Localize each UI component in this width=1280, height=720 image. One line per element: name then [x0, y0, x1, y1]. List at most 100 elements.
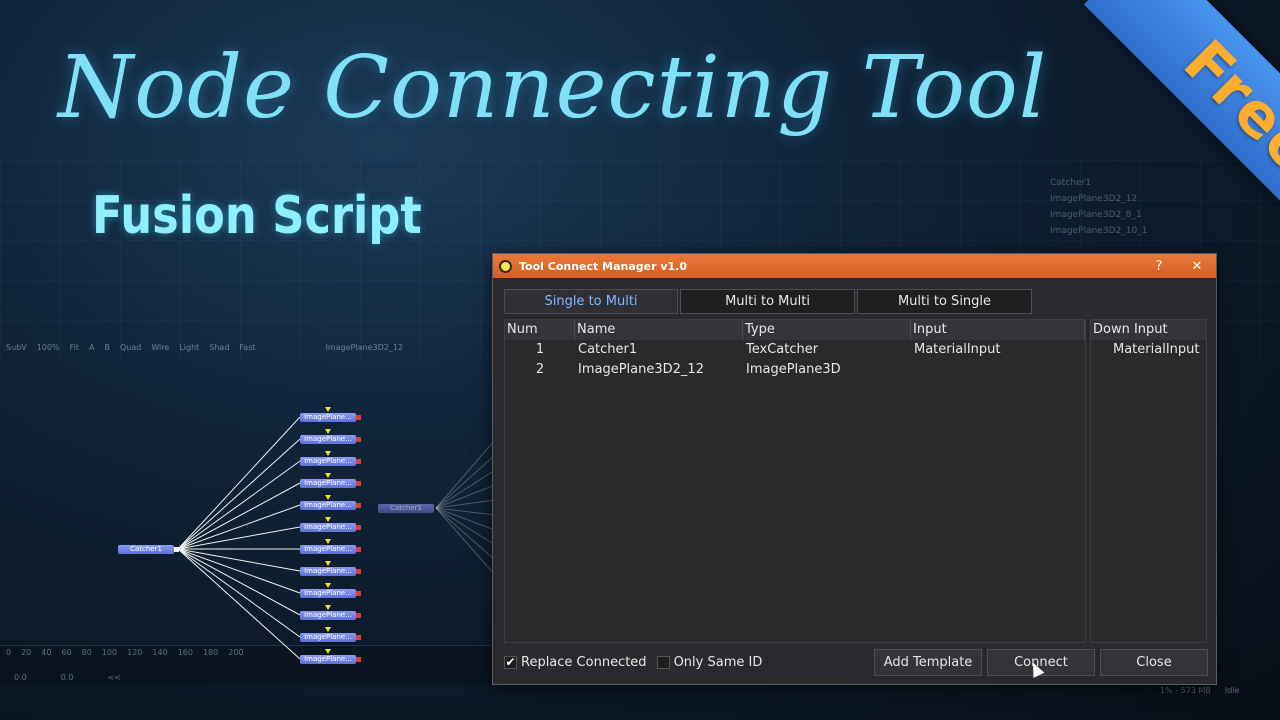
imageplane-node[interactable]: ImagePlane... — [300, 479, 356, 488]
node-output-marker[interactable] — [356, 481, 361, 486]
node-input-marker — [325, 605, 331, 610]
tab-multi-to-multi[interactable]: Multi to Multi — [680, 289, 855, 314]
connection-line — [177, 548, 301, 594]
node-output-marker[interactable] — [356, 547, 361, 552]
connection-line-faded — [435, 507, 495, 561]
viewer-a[interactable]: A — [88, 342, 95, 352]
add-template-button[interactable]: Add Template — [874, 648, 982, 676]
only-same-id-label[interactable]: Only Same ID — [673, 654, 763, 670]
node-output-marker[interactable] — [356, 569, 361, 574]
viewer-light[interactable]: Light — [179, 342, 200, 352]
cell-name: Catcher1 — [578, 342, 638, 357]
timeline-tick: 80 — [81, 648, 92, 657]
connection-line — [177, 548, 301, 616]
imageplane-node[interactable]: ImagePlane... — [300, 589, 356, 598]
node-output-marker[interactable] — [356, 415, 361, 420]
catcher-node-secondary[interactable]: Catcher1 — [378, 504, 434, 513]
viewer-fast[interactable]: Fast — [239, 342, 256, 352]
status-bar: 1% - 573 MB Idle — [1160, 686, 1239, 695]
column-input[interactable]: Input — [911, 320, 1085, 340]
timeline-tick: 60 — [61, 648, 72, 657]
timeline-current[interactable]: 0.0 — [60, 673, 74, 682]
timeline-tick: 20 — [21, 648, 32, 657]
down-table-header: Down Input — [1091, 320, 1206, 340]
viewer-zoom[interactable]: 100% — [36, 342, 60, 352]
cell-name: ImagePlane3D2_12 — [578, 362, 704, 377]
replace-connected-checkbox[interactable]: ✔ — [504, 654, 517, 669]
node-output-marker[interactable] — [356, 613, 361, 618]
imageplane-node[interactable]: ImagePlane... — [300, 545, 356, 554]
viewer-b[interactable]: B — [104, 342, 110, 352]
timeline-tick: 160 — [177, 648, 193, 657]
connection-line-faded — [435, 454, 495, 509]
node-output-marker[interactable] — [356, 525, 361, 530]
node-input-marker — [325, 407, 331, 412]
tab-single-to-multi[interactable]: Single to Multi — [504, 289, 678, 314]
timeline-values: 0.0 0.0 << — [0, 659, 495, 696]
viewer-wire[interactable]: Wire — [151, 342, 170, 352]
imageplane-node[interactable]: ImagePlane... — [300, 413, 356, 422]
node-input-marker — [325, 561, 331, 566]
column-num[interactable]: Num — [505, 320, 575, 340]
only-same-id-checkbox[interactable] — [656, 655, 670, 669]
table-row[interactable]: 2 ImagePlane3D2_12 ImagePlane3D — [505, 360, 1085, 380]
node-output-marker[interactable] — [356, 657, 361, 662]
imageplane-node[interactable]: ImagePlane... — [300, 501, 356, 510]
imageplane-node[interactable]: ImagePlane... — [300, 655, 356, 664]
viewer-quad[interactable]: Quad — [119, 342, 142, 352]
imageplane-node[interactable]: ImagePlane... — [300, 435, 356, 444]
connection-line — [177, 460, 301, 550]
node-output-marker[interactable] — [356, 503, 361, 508]
node-input-marker — [325, 517, 331, 522]
viewer-shad[interactable]: Shad — [209, 342, 230, 352]
catcher-node[interactable]: Catcher1 — [118, 545, 174, 554]
help-button[interactable]: ? — [1155, 258, 1163, 274]
viewer-subv[interactable]: SubV — [6, 342, 27, 352]
connection-line — [177, 504, 301, 550]
timeline-tick: 180 — [202, 648, 219, 657]
connection-line-faded — [435, 439, 495, 509]
timeline-start[interactable]: 0.0 — [14, 673, 27, 682]
column-type[interactable]: Type — [743, 320, 911, 340]
imageplane-node[interactable]: ImagePlane... — [300, 633, 356, 642]
imageplane-node[interactable]: ImagePlane... — [300, 611, 356, 620]
close-button[interactable]: Close — [1100, 648, 1208, 676]
connection-line-faded — [435, 507, 495, 576]
node-output-marker[interactable] — [356, 437, 361, 442]
close-icon[interactable]: ✕ — [1191, 258, 1203, 274]
column-down-input[interactable]: Down Input — [1093, 322, 1168, 337]
node-input-marker — [325, 627, 331, 632]
connection-line-faded — [435, 507, 495, 516]
headline-title: Node Connecting Tool — [58, 38, 1048, 138]
imageplane-node[interactable]: ImagePlane... — [300, 567, 356, 576]
timeline: 0 20 40 60 80 100 120 140 160 180 200 0.… — [0, 645, 495, 685]
catcher-output[interactable] — [174, 547, 179, 552]
cell-down-input: MaterialInput — [1113, 342, 1200, 357]
viewer-fit[interactable]: Fit — [69, 342, 79, 352]
tool-connect-dialog: Tool Connect Manager v1.0 ? ✕ Single to … — [492, 253, 1217, 685]
cell-type: TexCatcher — [746, 342, 819, 357]
tab-multi-to-single[interactable]: Multi to Single — [857, 289, 1032, 314]
imageplane-node[interactable]: ImagePlane... — [300, 457, 356, 466]
table-row[interactable]: 1 Catcher1 TexCatcher MaterialInput — [505, 340, 1085, 360]
node-output-marker[interactable] — [356, 635, 361, 640]
connection-line — [177, 548, 301, 660]
down-input-table[interactable]: Down Input MaterialInput — [1090, 319, 1207, 643]
timeline-rewind-button[interactable]: << — [107, 673, 121, 682]
node-output-marker[interactable] — [356, 591, 361, 596]
connection-line-faded — [435, 507, 495, 531]
connection-line-faded — [435, 469, 495, 509]
dialog-titlebar[interactable]: Tool Connect Manager v1.0 ? ✕ — [493, 254, 1216, 278]
node-output-marker[interactable] — [356, 459, 361, 464]
connect-button[interactable]: Connect — [987, 648, 1095, 676]
cell-type: ImagePlane3D — [746, 362, 841, 377]
node-input-marker — [325, 539, 331, 544]
column-name[interactable]: Name — [575, 320, 743, 340]
imageplane-node[interactable]: ImagePlane... — [300, 523, 356, 532]
dialog-footer: ✔ Replace Connected Only Same ID Add Tem… — [504, 648, 1208, 676]
replace-connected-label[interactable]: Replace Connected — [521, 654, 647, 670]
node-input-marker — [325, 495, 331, 500]
table-row[interactable]: MaterialInput — [1091, 340, 1206, 360]
tool-table[interactable]: Num Name Type Input 1 Catcher1 TexCatche… — [504, 319, 1086, 643]
node-input-marker — [325, 583, 331, 588]
